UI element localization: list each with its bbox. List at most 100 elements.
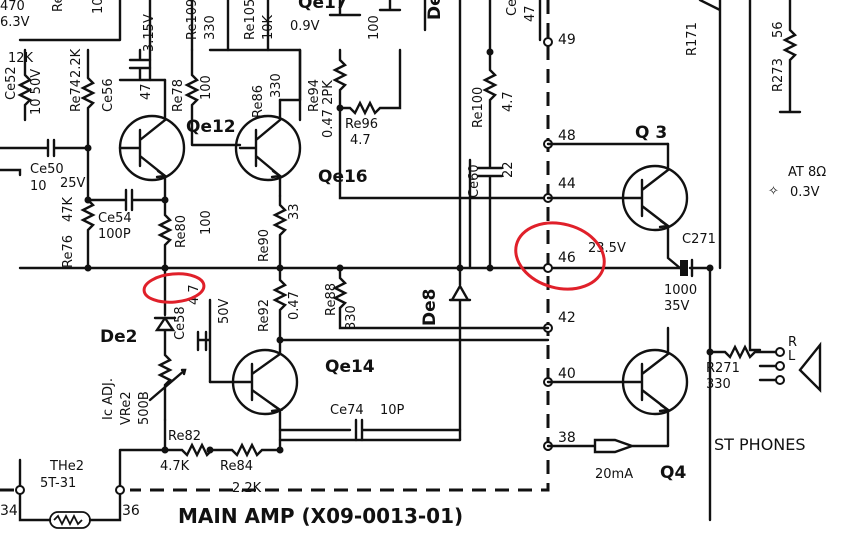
svg-text:Re88: Re88 — [324, 283, 339, 316]
svg-text:10: 10 — [30, 179, 47, 194]
transistor-qe12: Qe12 — [118, 78, 236, 202]
svg-text:Ce54: Ce54 — [98, 211, 132, 226]
svg-text:3.15V: 3.15V — [142, 14, 157, 52]
svg-text:Qe12: Qe12 — [186, 117, 236, 137]
svg-text:Re100: Re100 — [471, 87, 486, 128]
svg-text:Re82: Re82 — [168, 429, 201, 444]
re92-de8: Re88 330 De8 — [278, 0, 550, 442]
re100-ce60: Re100 4.7 Ce60 22 — [467, 50, 516, 272]
svg-text:470: 470 — [0, 0, 25, 14]
re86-re94-re96: Re86 330 Re94 0.47 2PK Re96 4.7 — [251, 48, 550, 200]
top-wiring — [18, 0, 550, 122]
svg-text:VRe2: VRe2 — [119, 391, 134, 425]
svg-text:R273: R273 — [771, 58, 786, 92]
svg-text:2.2K: 2.2K — [69, 48, 84, 78]
svg-text:330: 330 — [203, 15, 218, 40]
re80: Re80 100 — [157, 196, 214, 270]
svg-text:56: 56 — [771, 21, 786, 38]
svg-text:ST PHONES: ST PHONES — [714, 435, 806, 454]
svg-text:34: 34 — [0, 503, 18, 519]
svg-text:Re78: Re78 — [171, 79, 186, 112]
svg-text:R171: R171 — [685, 22, 700, 56]
svg-text:5T-31: 5T-31 — [40, 476, 76, 491]
svg-text:35V: 35V — [664, 299, 690, 314]
svg-text:Re90: Re90 — [257, 229, 272, 262]
svg-text:49: 49 — [558, 32, 576, 48]
svg-text:0.3V: 0.3V — [790, 185, 820, 200]
svg-text:R: R — [788, 335, 797, 350]
pin-49: 49 — [543, 32, 576, 48]
svg-text:Re84: Re84 — [220, 459, 253, 474]
svg-text:330: 330 — [706, 377, 731, 392]
highlight-ce58-node — [142, 272, 206, 304]
transistor-qe14: Qe14 — [208, 338, 550, 452]
svg-text:330: 330 — [344, 305, 359, 330]
svg-text:500B: 500B — [137, 391, 152, 425]
svg-text:✧: ✧ — [768, 184, 779, 199]
svg-text:Q4: Q4 — [660, 463, 686, 483]
top-partial-labels: 470 6.3V Re10 10K Re109 330 Re105 10K Qe… — [0, 0, 538, 40]
main-bus — [18, 264, 712, 272]
svg-text:47: 47 — [523, 5, 538, 22]
svg-text:46: 46 — [558, 250, 576, 266]
svg-text:Re80: Re80 — [174, 215, 189, 248]
svg-text:10P: 10P — [380, 403, 405, 418]
c271: C271 1000 35V — [664, 232, 716, 314]
svg-text:10 50V: 10 50V — [29, 69, 44, 115]
svg-text:4.7: 4.7 — [350, 133, 371, 148]
svg-text:38: 38 — [558, 430, 576, 446]
svg-text:Re94: Re94 — [307, 79, 322, 112]
svg-text:4.7: 4.7 — [501, 91, 516, 112]
svg-text:100: 100 — [367, 15, 382, 40]
the2: THe2 5T-31 34 36 — [0, 458, 140, 529]
re88: Re92 0.47 — [257, 266, 302, 344]
svg-text:0.47 2PK: 0.47 2PK — [321, 80, 336, 138]
svg-text:48: 48 — [558, 128, 576, 144]
svg-text:R271: R271 — [706, 361, 740, 376]
svg-text:Re86: Re86 — [251, 85, 266, 118]
svg-text:10K: 10K — [91, 0, 106, 14]
svg-text:50V: 50V — [217, 298, 232, 324]
svg-text:Ce50: Ce50 — [30, 162, 64, 177]
svg-text:20mA: 20mA — [595, 467, 633, 482]
svg-text:Ce56: Ce56 — [101, 78, 116, 112]
svg-text:Ce60: Ce60 — [467, 164, 482, 198]
svg-text:Qe14: Qe14 — [325, 357, 375, 377]
svg-text:33: 33 — [287, 203, 302, 220]
svg-text:Re92: Re92 — [257, 299, 272, 332]
svg-text:23.5V: 23.5V — [588, 241, 626, 256]
svg-text:De2: De2 — [100, 327, 137, 347]
svg-text:40: 40 — [558, 366, 576, 382]
svg-text:25V: 25V — [60, 176, 86, 191]
svg-text:0.47: 0.47 — [287, 291, 302, 320]
svg-text:36: 36 — [122, 503, 140, 519]
ce56-re78: Ce56 47 3.15V Re78 100 — [101, 14, 242, 147]
svg-text:De8: De8 — [420, 289, 440, 326]
svg-text:THe2: THe2 — [49, 459, 84, 474]
svg-text:1000: 1000 — [664, 283, 697, 298]
svg-text:Re96: Re96 — [345, 117, 378, 132]
svg-text:12K: 12K — [8, 51, 34, 66]
svg-text:Re76: Re76 — [61, 235, 76, 268]
re90: Re90 33 — [257, 194, 302, 270]
svg-text:4.7K: 4.7K — [160, 459, 190, 474]
svg-text:47: 47 — [139, 83, 154, 100]
svg-text:2.2K: 2.2K — [232, 481, 262, 496]
svg-text:42: 42 — [558, 310, 576, 326]
ce58-de2-vre2: De2 Ce58 50V 4.7 Ic ADJ. VRe2 500B — [100, 266, 232, 425]
svg-text:Re10: Re10 — [51, 0, 66, 12]
pin-40: 40 — [543, 366, 576, 387]
amp-title: MAIN AMP (X09-0013-01) — [178, 504, 463, 528]
svg-text:100: 100 — [199, 75, 214, 100]
svg-text:Qe16: Qe16 — [318, 167, 368, 187]
svg-text:44: 44 — [558, 176, 576, 192]
highlight-pin-46 — [514, 221, 606, 291]
svg-text:C271: C271 — [682, 232, 716, 247]
headphone-section: R171 R273 56 R271 330 R L AT 8Ω 0.3V ✧ S… — [685, 0, 826, 522]
transistor-q3: Q 3 23.5V — [546, 123, 689, 270]
svg-text:0.9V: 0.9V — [290, 19, 320, 34]
svg-text:Ce: Ce — [505, 0, 520, 16]
svg-text:100P: 100P — [98, 227, 131, 242]
svg-text:Q 3: Q 3 — [635, 123, 667, 143]
